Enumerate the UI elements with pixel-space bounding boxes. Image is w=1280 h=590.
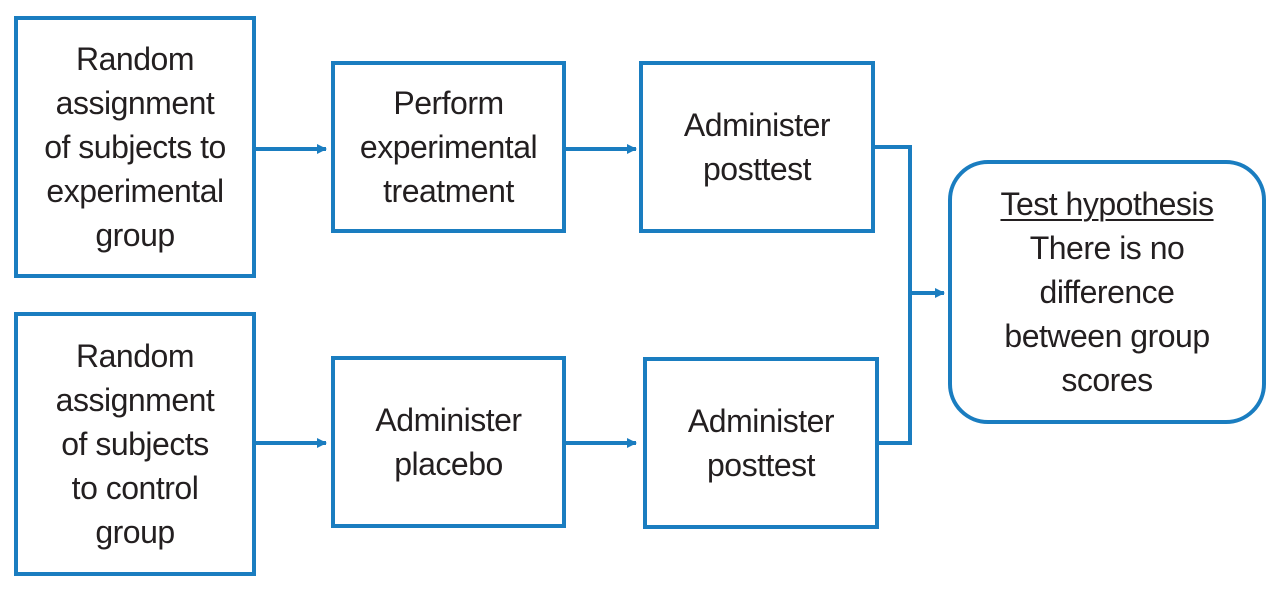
- experimental-assignment-box: Random assignment of subjects to experim…: [14, 16, 256, 278]
- control-assignment-line: Random: [76, 338, 194, 374]
- experimental-posttest-text: Administer posttest: [683, 103, 831, 191]
- merge-connector-top: [875, 145, 912, 293]
- control-placebo-text: Administer placebo: [375, 398, 522, 486]
- control-placebo-line: Administer: [375, 402, 522, 438]
- experimental-assignment-text: Random assignment of subjects to experim…: [44, 37, 226, 257]
- experimental-treatment-line: experimental: [359, 129, 538, 165]
- control-posttest-box: Administer posttest: [643, 357, 879, 529]
- experimental-posttest-line: Administer: [683, 107, 831, 143]
- control-posttest-line: Administer: [687, 403, 835, 439]
- experimental-assignment-line: assignment: [55, 85, 215, 121]
- experimental-treatment-box: Perform experimental treatment: [331, 61, 566, 233]
- merge-connector-bottom: [879, 293, 912, 445]
- hypothesis-line: between group: [1004, 318, 1210, 354]
- hypothesis-line: difference: [1039, 274, 1175, 310]
- control-assignment-line: assignment: [55, 382, 215, 418]
- experimental-treatment-line: treatment: [383, 173, 514, 209]
- hypothesis-heading: Test hypothesis: [1000, 186, 1214, 222]
- experimental-assignment-line: group: [95, 217, 175, 253]
- control-assignment-box: Random assignment of subjects to control…: [14, 312, 256, 576]
- control-placebo-box: Administer placebo: [331, 356, 566, 528]
- experimental-treatment-text: Perform experimental treatment: [359, 81, 538, 213]
- control-assignment-line: of subjects: [61, 426, 209, 462]
- experimental-posttest-box: Administer posttest: [639, 61, 875, 233]
- experimental-assignment-line: Random: [76, 41, 194, 77]
- control-posttest-line: posttest: [706, 447, 816, 483]
- experimental-assignment-line: experimental: [46, 173, 224, 209]
- experimental-assignment-line: of subjects to: [44, 129, 226, 165]
- control-assignment-line: group: [95, 514, 175, 550]
- hypothesis-line: scores: [1061, 362, 1153, 398]
- experimental-posttest-line: posttest: [702, 151, 812, 187]
- control-placebo-line: placebo: [394, 446, 503, 482]
- control-posttest-text: Administer posttest: [687, 399, 835, 487]
- hypothesis-box: Test hypothesis There is no difference b…: [948, 160, 1266, 424]
- hypothesis-text: Test hypothesis There is no difference b…: [1000, 182, 1214, 402]
- experimental-treatment-line: Perform: [393, 85, 504, 121]
- control-assignment-text: Random assignment of subjects to control…: [56, 334, 215, 554]
- control-assignment-line: to control: [71, 470, 199, 506]
- hypothesis-line: There is no: [1029, 230, 1185, 266]
